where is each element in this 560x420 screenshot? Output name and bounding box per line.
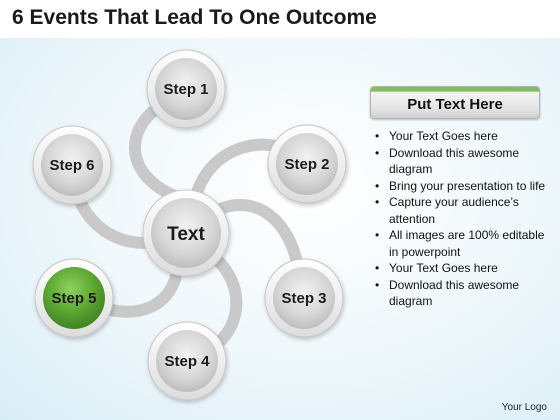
title-bar: 6 Events That Lead To One Outcome [0,0,560,38]
step-label-2: Step 2 [284,156,329,173]
step-node-fill [273,267,335,329]
step-node-fill [155,58,217,120]
step-node-fill [276,133,338,195]
step-label-5: Step 5 [51,290,96,307]
step-node-5 [34,258,114,338]
text-panel-header: Put Text Here [370,86,540,119]
bullet-item: Capture your audience’s attention [374,194,554,227]
bullet-item: Your Text Goes here [374,128,554,145]
bullet-list: Your Text Goes here Download this awesom… [374,128,554,310]
step-node-2 [267,124,347,204]
step-label-3: Step 3 [281,290,326,307]
center-node [142,189,230,277]
page-title: 6 Events That Lead To One Outcome [12,6,377,29]
bullet-item: Bring your presentation to life [374,178,554,195]
step-node-fill-highlighted [43,267,105,329]
step-node-6 [32,125,112,205]
step-nodes: Step 1 Step 2 Step 3 Step 4 Step 5 Step 6 [32,49,347,401]
step-node-fill [156,330,218,392]
bullet-item: Download this awesome diagram [374,277,554,310]
bullet-item: Your Text Goes here [374,260,554,277]
step-label-1: Step 1 [163,81,208,98]
text-panel-header-label: Put Text Here [407,96,503,113]
step-label-6: Step 6 [49,157,94,174]
step-label-4: Step 4 [164,353,210,370]
step-node-4 [147,321,227,401]
step-node-fill [41,134,103,196]
step-node-1 [146,49,226,129]
center-label: Text [167,224,205,245]
step-node-3 [264,258,344,338]
bullet-item: All images are 100% editable in powerpoi… [374,227,554,260]
logo-text: Your Logo [501,402,547,413]
bullet-item: Download this awesome diagram [374,145,554,178]
